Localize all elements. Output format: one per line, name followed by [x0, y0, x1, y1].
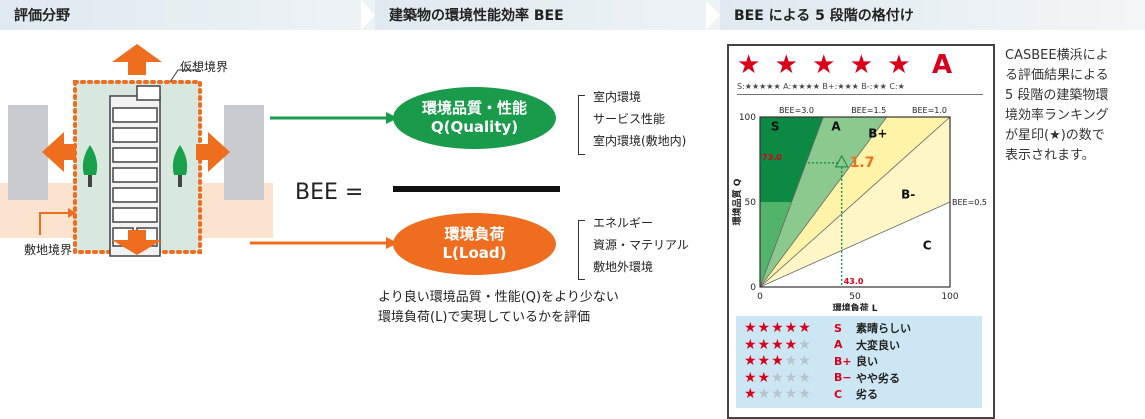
- bee-boundary-line: [759, 201, 951, 288]
- legend-row: ★★★★★ B+ 良い: [736, 353, 982, 370]
- description-line: 境効率ランキング: [1005, 108, 1109, 123]
- description-line: る評価結果による: [1005, 68, 1109, 83]
- load-items: エネルギー 資源・マテリアル 敷地外環境: [593, 212, 689, 278]
- load-title: 環境負荷: [444, 225, 505, 243]
- legend-stars: ★★★★★: [744, 320, 812, 337]
- connector-arrows: [250, 112, 398, 249]
- list-item: エネルギー: [593, 216, 654, 230]
- y-tick-label: 100: [739, 113, 756, 123]
- header-separator: [706, 0, 720, 30]
- bee-line-label: BEE=1.0: [912, 106, 947, 115]
- legend-grade: S: [834, 321, 842, 335]
- description-line: 表示されます。: [1005, 148, 1095, 163]
- legend-grade: A: [834, 338, 843, 352]
- tree-icon: [82, 145, 188, 187]
- zone-label: B-: [901, 188, 915, 202]
- y-tick-label: 50: [745, 198, 757, 208]
- load-subtitle: L(Load): [442, 244, 507, 262]
- zone-s: [760, 117, 824, 202]
- legend-description: やや劣る: [856, 371, 900, 385]
- legend-description: 素晴らしい: [856, 322, 911, 336]
- bee-line-label: BEE=0.5: [952, 198, 987, 207]
- header-title: 建築物の環境性能効率 BEE: [389, 8, 564, 24]
- legend-row: ★★★★★ B− やや劣る: [736, 370, 982, 387]
- neighbor-building-left: [8, 105, 48, 200]
- quality-items: 室内環境 サービス性能 室内環境(敷地内): [593, 86, 686, 152]
- bee-boundary-line: [759, 116, 824, 288]
- bee-value-label: 1.7: [850, 155, 875, 171]
- load-bracket: [578, 220, 585, 280]
- legend-description: 大変良い: [856, 338, 900, 352]
- x-tick-label: 100: [941, 292, 958, 302]
- legend-description: 良い: [856, 355, 878, 369]
- legend-grade: B+: [834, 354, 852, 368]
- x-axis-label: 環境負荷 L: [833, 302, 878, 311]
- zone-label: C: [923, 239, 932, 253]
- point-y-label: 73.0: [762, 153, 782, 162]
- building-icon: [109, 85, 161, 257]
- bee-boundary-line: [759, 116, 951, 288]
- rating-legend: ★★★★★ S 素晴らしい ★★★★★ A 大変良い ★★★★★ B+ 良い ★★★★★ B− やや劣…: [736, 316, 982, 408]
- legend-grade: C: [834, 387, 843, 401]
- fraction-bar: [393, 186, 560, 192]
- header-separator: [361, 0, 375, 30]
- list-item: 敷地外環境: [593, 260, 654, 274]
- description-line: が星印(★)の数で: [1005, 128, 1105, 143]
- x-tick-label: 50: [849, 292, 861, 302]
- list-item: 室内環境: [593, 90, 642, 104]
- caption-line-2: 環境負荷(L)で実現しているかを評価: [378, 310, 590, 325]
- y-tick-label: 0: [750, 283, 756, 293]
- quality-title: 環境品質・性能: [421, 99, 527, 117]
- data-point-marker: [834, 154, 849, 168]
- zone-label: B+: [868, 126, 887, 140]
- description-line: 5 段階の建築物環: [1005, 88, 1109, 103]
- zone-label: A: [831, 120, 841, 134]
- scale-divider: [737, 94, 983, 95]
- bee-equation-label: BEE =: [295, 180, 364, 205]
- legend-stars: ★★★★★: [744, 369, 812, 386]
- header-title: BEE による 5 段階の格付け: [734, 8, 914, 24]
- neighbor-building-right: [224, 105, 264, 200]
- list-item: サービス性能: [593, 112, 666, 126]
- zone-label: S: [771, 120, 780, 134]
- list-item: 室内環境(敷地内): [593, 134, 687, 148]
- header-title: 評価分野: [14, 8, 70, 24]
- top-rating-grade: A: [932, 50, 953, 80]
- legend-row: ★★★★★ A 大変良い: [736, 337, 982, 354]
- bee-boundary-line: [759, 116, 888, 288]
- legend-description: 劣る: [856, 388, 878, 402]
- list-item: 資源・マテリアル: [593, 238, 689, 252]
- top-rating-stars: ★ ★ ★ ★ ★: [737, 50, 914, 80]
- legend-grade: B−: [834, 371, 852, 385]
- quality-oval: 環境品質・性能 Q(Quality): [393, 87, 556, 149]
- bee-line-label: BEE=1.5: [851, 106, 886, 115]
- y-axis-label: 環境品質 Q: [731, 178, 743, 225]
- legend-row: ★★★★★ S 素晴らしい: [736, 320, 982, 337]
- arrow-icon: [42, 44, 230, 255]
- legend-row: ★★★★★ C 劣る: [736, 386, 982, 403]
- scale-text: S:★★★★★ A:★★★★ B+:★★★ B-:★★ C:★: [737, 82, 905, 91]
- caption-line-1: より良い環境品質・性能(Q)をより少ない: [378, 290, 619, 305]
- plot-frame: [759, 116, 951, 288]
- legend-stars: ★★★★★: [744, 386, 812, 403]
- x-tick-label: 0: [757, 292, 763, 302]
- quality-bracket: [578, 95, 585, 155]
- description-text: CASBEE横浜によ る評価結果による 5 段階の建築物環 境効率ランキング が…: [1005, 46, 1145, 166]
- legend-stars: ★★★★★: [744, 336, 812, 353]
- quality-subtitle: Q(Quality): [430, 118, 519, 136]
- site-boundary-label: 敷地境界: [24, 243, 73, 257]
- bee-line-label: BEE=3.0: [779, 106, 814, 115]
- load-oval: 環境負荷 L(Load): [393, 213, 556, 275]
- legend-stars: ★★★★★: [744, 353, 812, 370]
- section-header-rating: BEE による 5 段階の格付け: [720, 0, 1145, 30]
- virtual-boundary-label: 仮想境界: [180, 60, 229, 74]
- building-boundary-illustration: [0, 44, 273, 257]
- section-header-bee: 建築物の環境性能効率 BEE: [375, 0, 720, 30]
- point-x-label: 43.0: [844, 277, 864, 286]
- section-header-evaluation-field: 評価分野: [0, 0, 375, 30]
- description-line: CASBEE横浜によ: [1005, 48, 1109, 63]
